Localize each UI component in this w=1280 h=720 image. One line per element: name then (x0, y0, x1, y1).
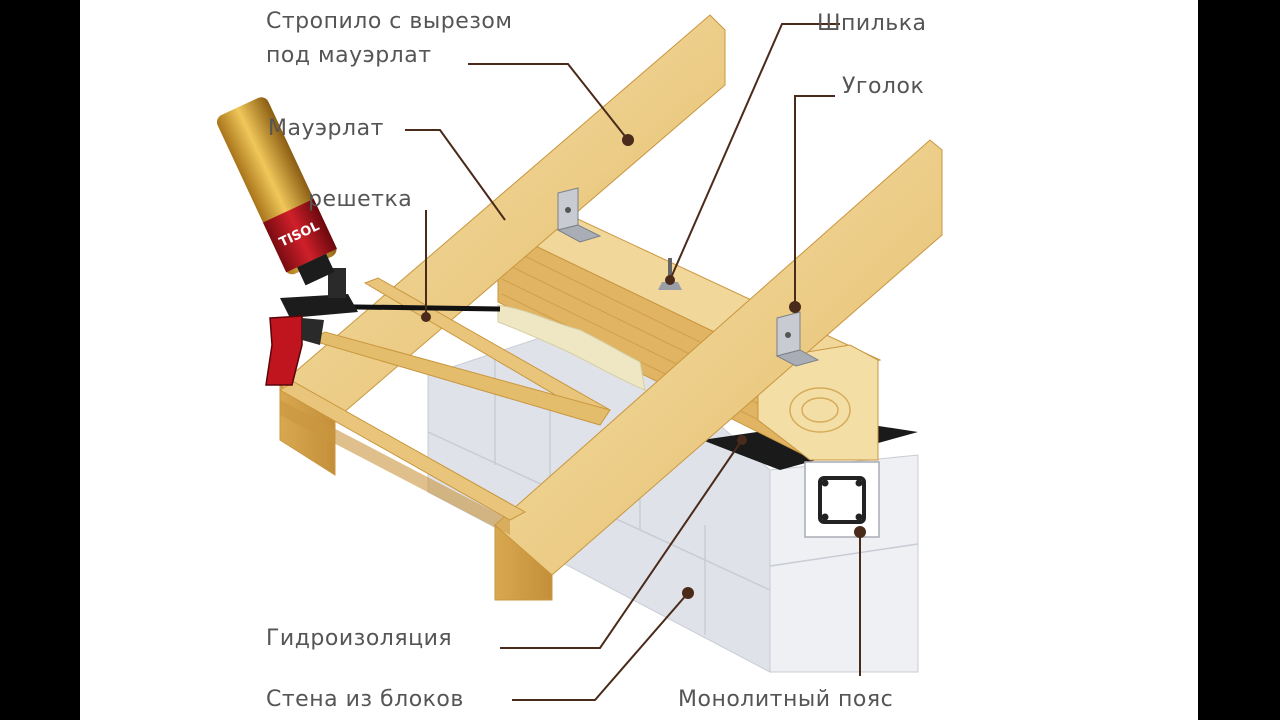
label-rafter: Стропило с вырезом под мауэрлат (266, 10, 512, 68)
label-block-wall: Стена из блоков (266, 687, 464, 712)
block-seam (769, 543, 919, 567)
label-waterproofing: Гидроизоляция (266, 626, 453, 651)
monolithic-belt-rebar (804, 461, 880, 538)
rafter-right (494, 139, 943, 601)
diagram-frame: TISOL Стропило с вырезом под мауэрлат Шп… (80, 0, 1198, 720)
label-angle: Уголок (842, 74, 925, 99)
leader-stud (669, 23, 840, 281)
metal-angle-right (775, 311, 820, 367)
label-monolithic-belt: Монолитный пояс (678, 687, 894, 712)
label-stud: Шпилька (817, 11, 927, 36)
leader-rafter (468, 63, 629, 141)
leader-dots (421, 134, 866, 599)
metal-angle-top (556, 187, 602, 243)
label-rafter-line1: Стропило с вырезом (266, 9, 513, 34)
foam-can: TISOL (216, 97, 337, 286)
label-rafter-line2: под мауэрлат (266, 43, 432, 68)
waterproofing-foam (497, 304, 646, 391)
label-mauerlat: Мауэрлат (268, 116, 384, 141)
mauerlat-end-face (757, 344, 879, 461)
label-lathing: решетка (308, 187, 413, 212)
leader-waterproofing (500, 439, 743, 649)
foam-gun (265, 268, 501, 386)
roof-mauerlat-diagram: TISOL (216, 14, 943, 701)
leader-lines (405, 23, 861, 701)
leader-angle (794, 95, 835, 307)
leader-wall (512, 592, 689, 701)
lathing (278, 277, 611, 535)
leader-mauerlat (405, 129, 506, 221)
